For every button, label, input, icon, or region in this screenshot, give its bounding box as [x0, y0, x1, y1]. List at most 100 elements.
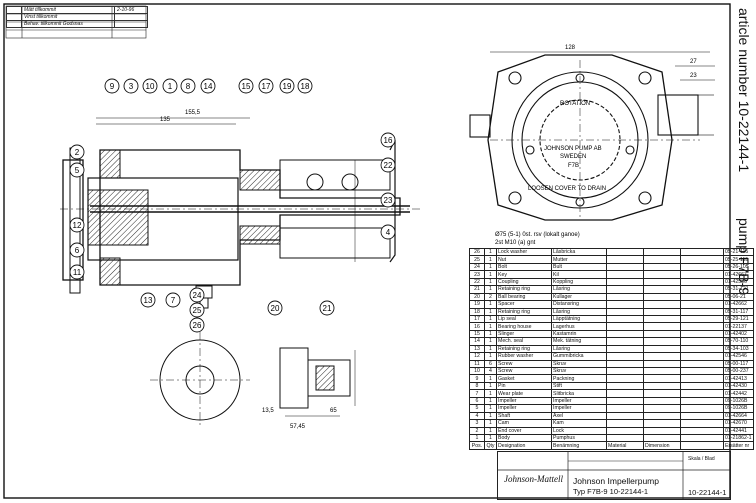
- svg-text:4: 4: [386, 228, 391, 237]
- parts-cell: 01-42664: [723, 411, 754, 421]
- parts-cell: Impeller: [551, 404, 607, 413]
- parts-cell: [606, 285, 644, 294]
- parts-cell: 1: [484, 300, 497, 309]
- parts-cell: 13: [469, 344, 485, 354]
- parts-cell: [643, 389, 681, 398]
- parts-cell: 2: [469, 426, 485, 435]
- parts-cell: Impeller: [496, 404, 552, 413]
- parts-cell: [643, 344, 681, 354]
- parts-cell: Screw: [496, 359, 552, 369]
- parts-cell: 1: [469, 433, 485, 443]
- parts-cell: Impeller: [551, 396, 607, 406]
- parts-cell: Stift: [551, 381, 607, 391]
- parts-cell: 01-42546: [723, 352, 754, 361]
- parts-cell: 17: [469, 314, 485, 324]
- revision-text: Vinst tillkommit: [21, 13, 115, 21]
- parts-cell: [606, 300, 644, 309]
- parts-cell: 1: [484, 396, 497, 406]
- callout-24: 24: [189, 287, 205, 303]
- parts-cell: Ball bearing: [496, 292, 552, 302]
- title-block: Johnson-Mattell Johnson Impellerpump Typ…: [497, 451, 731, 500]
- parts-cell: 01-22137: [723, 322, 754, 331]
- parts-cell: 21: [469, 285, 485, 294]
- parts-cell: Slinger: [496, 329, 552, 339]
- parts-header-cell: Dimension: [643, 441, 681, 450]
- revision-date: [114, 20, 148, 28]
- parts-cell: [643, 322, 681, 331]
- parts-cell: [606, 389, 644, 398]
- parts-header-cell: Material: [606, 441, 644, 450]
- callout-15: 15: [238, 78, 254, 94]
- callout-18: 18: [297, 78, 313, 94]
- section-view: [60, 117, 420, 309]
- parts-cell: Axel: [551, 411, 607, 421]
- parts-cell: 1: [484, 314, 497, 324]
- parts-cell: [643, 374, 681, 383]
- parts-cell: Coupling: [496, 277, 552, 287]
- parts-cell: [643, 247, 681, 257]
- parts-cell: 8: [469, 381, 485, 391]
- parts-cell: Mek. tätning: [551, 337, 607, 346]
- parts-cell: [643, 300, 681, 309]
- parts-cell: [643, 404, 681, 413]
- parts-cell: Pin: [496, 381, 552, 391]
- svg-text:12: 12: [73, 221, 82, 230]
- parts-header-cell: Ersätter nr: [723, 441, 754, 450]
- callout-12: 12: [69, 217, 85, 233]
- parts-cell: 01-21862-1: [723, 433, 754, 443]
- callout-5: 5: [69, 162, 85, 178]
- article-number-label: article number 10-22144-1: [736, 8, 752, 173]
- revision-row: Vinst tillkommit: [6, 13, 148, 21]
- parts-cell: 1: [484, 270, 497, 279]
- parts-cell: Skruv: [551, 366, 607, 376]
- parts-cell: [606, 247, 644, 257]
- revision-text: Behav. tillkommit Godsnas: [21, 20, 115, 28]
- parts-cell: 1: [484, 433, 497, 443]
- callout-17: 17: [258, 78, 274, 94]
- svg-text:22: 22: [384, 161, 393, 170]
- callout-21: 21: [319, 300, 335, 316]
- parts-cell: 1: [484, 419, 497, 428]
- parts-cell: [643, 433, 681, 443]
- parts-cell: 16: [469, 322, 485, 331]
- parts-cell: Nut: [496, 255, 552, 264]
- parts-cell: 2: [484, 292, 497, 302]
- parts-cell: [680, 396, 724, 406]
- parts-cell: [680, 404, 724, 413]
- parts-cell: [680, 285, 724, 294]
- parts-cell: [606, 426, 644, 435]
- parts-cell: 1: [484, 374, 497, 383]
- scale-label: Skala / Blad: [688, 456, 715, 462]
- parts-cell: 05-06-21: [723, 292, 754, 302]
- parts-cell: [680, 419, 724, 428]
- parts-cell: [680, 337, 724, 346]
- note-gap: 2st M10 (a) gnt: [495, 240, 536, 246]
- parts-cell: 09-1026B: [723, 404, 754, 413]
- parts-cell: 05-31-121: [723, 285, 754, 294]
- parts-cell: Wear plate: [496, 389, 552, 398]
- note-thread: Ø75 (5-1) 0st. rsv (lokalt ganoe): [495, 232, 580, 238]
- parts-cell: 1: [484, 277, 497, 287]
- parts-cell: [606, 344, 644, 354]
- svg-text:16: 16: [384, 136, 393, 145]
- revision-date: 2-10-96: [114, 6, 148, 14]
- parts-cell: Impeller: [496, 396, 552, 406]
- parts-cell: [606, 277, 644, 287]
- parts-cell: 1: [484, 262, 497, 272]
- parts-cell: [680, 247, 724, 257]
- parts-cell: Bolt: [496, 262, 552, 272]
- parts-cell: 09-1026B: [723, 396, 754, 406]
- svg-text:10: 10: [146, 82, 155, 91]
- parts-cell: 3: [469, 419, 485, 428]
- dim-27: 27: [690, 59, 697, 65]
